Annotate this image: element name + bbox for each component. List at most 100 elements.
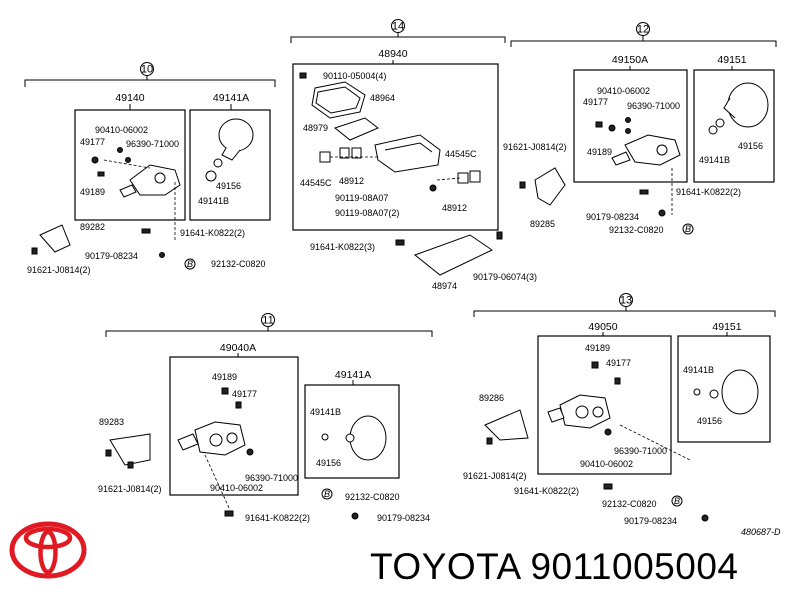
part-label: 89283 <box>99 417 124 427</box>
part-label: 89282 <box>80 222 105 232</box>
part-label: 49189 <box>587 147 612 157</box>
part-label: 90179-08234 <box>377 513 430 523</box>
sensor-drawing <box>321 415 387 461</box>
section-marker: 10 <box>141 64 153 76</box>
group-box <box>304 384 400 479</box>
part-label: 49141B <box>683 365 714 375</box>
section-14: 14 48940 90110-05004(4) 48964 48979 4454… <box>290 19 537 291</box>
group-header: 48940 <box>378 48 407 60</box>
part-label: 96390-71000 <box>245 473 298 483</box>
b-mark: B <box>187 259 193 269</box>
part-label: 44545C <box>300 178 332 188</box>
part-label: 91641-K0822(2) <box>180 228 245 238</box>
part-label: 49156 <box>316 458 341 468</box>
part-label: 91621-J0814(2) <box>503 142 567 152</box>
part-label: 48974 <box>432 281 457 291</box>
group-header: 49050 <box>588 321 617 333</box>
group-header: 49141A <box>213 92 249 104</box>
section-10: 10 49140 49141A 90410-06002 49177 96390-… <box>24 62 276 275</box>
group-header: 49150A <box>612 54 648 66</box>
part-label: 90179-06074(3) <box>473 272 537 282</box>
part-label: 89285 <box>530 219 555 229</box>
valve-assembly-drawing <box>595 117 681 166</box>
group-box <box>292 63 499 231</box>
section-marker: 13 <box>620 295 632 307</box>
part-label: 92132-C0820 <box>345 492 400 502</box>
group-header: 49040A <box>220 342 256 354</box>
group-box <box>537 335 672 475</box>
part-label: 49177 <box>583 97 608 107</box>
b-mark: B <box>685 224 691 234</box>
part-label: 89286 <box>479 393 504 403</box>
part-label: 91621-J0814(2) <box>98 484 162 494</box>
part-label: 91621-J0814(2) <box>463 471 527 481</box>
part-label: 49156 <box>738 141 763 151</box>
part-label: 49156 <box>216 181 241 191</box>
section-marker: 11 <box>262 315 273 327</box>
part-label: 90110-05004(4) <box>323 71 386 81</box>
part-label: 49141B <box>699 155 730 165</box>
section-marker: 14 <box>392 21 404 33</box>
part-label: 49177 <box>80 137 105 147</box>
part-label: 49189 <box>585 343 610 353</box>
part-label: 91621-J0814(2) <box>27 265 91 275</box>
part-label: 96390-71000 <box>126 139 179 149</box>
part-label: 48912 <box>442 203 467 213</box>
part-label: 91641-K0822(2) <box>245 513 310 523</box>
part-label: 90410-06002 <box>95 125 148 135</box>
part-label: 91641-K0822(2) <box>676 187 741 197</box>
group-box <box>189 109 271 221</box>
valve-assembly-drawing <box>547 361 691 461</box>
part-label: 49177 <box>606 358 631 368</box>
section-bracket <box>290 36 506 43</box>
part-label: 49189 <box>212 372 237 382</box>
part-label: 91641-K0822(2) <box>514 486 579 496</box>
section-bracket <box>24 79 276 87</box>
group-header: 49140 <box>115 92 144 104</box>
part-label: 96390-71000 <box>627 101 680 111</box>
section-bracket <box>510 40 777 47</box>
brand-part-number: TOYOTA 9011005004 <box>370 546 739 587</box>
part-label: 44545C <box>445 149 477 159</box>
part-label: 92132-C0820 <box>602 499 657 509</box>
section-12: 12 49150A 49151 90410-06002 49177 96390-… <box>503 22 777 235</box>
part-label: 90179-08234 <box>624 516 677 526</box>
group-header: 49151 <box>717 54 746 66</box>
part-label: 49189 <box>80 187 105 197</box>
part-label: 92132-C0820 <box>211 259 266 269</box>
part-label: 49156 <box>697 416 722 426</box>
group-box <box>169 356 299 496</box>
part-label: 90179-08234 <box>85 251 138 261</box>
sensor-drawing <box>205 118 254 182</box>
drawing-reference: 480687-D <box>741 527 781 537</box>
part-label: 90410-06002 <box>210 483 263 493</box>
group-header: 49151 <box>712 321 741 333</box>
section-bracket <box>473 310 776 317</box>
part-label: 90119-08A07 <box>335 193 388 203</box>
part-label: 91641-K0822(3) <box>310 242 375 252</box>
part-label: 48964 <box>370 93 395 103</box>
mount-plate-drawing <box>413 234 493 276</box>
group-box <box>693 69 775 183</box>
part-label: 90410-06002 <box>580 459 633 469</box>
bracket-drawing <box>109 433 151 466</box>
part-label: 96390-71000 <box>614 446 667 456</box>
part-label: 48979 <box>303 123 328 133</box>
part-label: 49141B <box>310 407 341 417</box>
ecu-bracket-drawing <box>299 72 481 192</box>
part-label: 90119-08A07(2) <box>335 208 399 218</box>
section-marker: 12 <box>637 24 649 36</box>
valve-assembly-drawing <box>177 387 254 511</box>
bracket-drawing <box>484 409 529 441</box>
part-label: 92132-C0820 <box>609 225 664 235</box>
bracket-drawing <box>39 224 71 253</box>
section-11: 11 49040A 49141A 49189 49177 96390-71000… <box>98 313 433 523</box>
part-label: 90179-08234 <box>586 212 639 222</box>
group-header: 49141A <box>335 369 371 381</box>
part-label: 48912 <box>339 176 364 186</box>
valve-assembly-drawing <box>91 147 181 240</box>
section-13: 13 49050 49151 49189 49177 96390-71000 9… <box>463 293 776 526</box>
b-mark: B <box>324 489 330 499</box>
part-label: 49141B <box>198 196 229 206</box>
